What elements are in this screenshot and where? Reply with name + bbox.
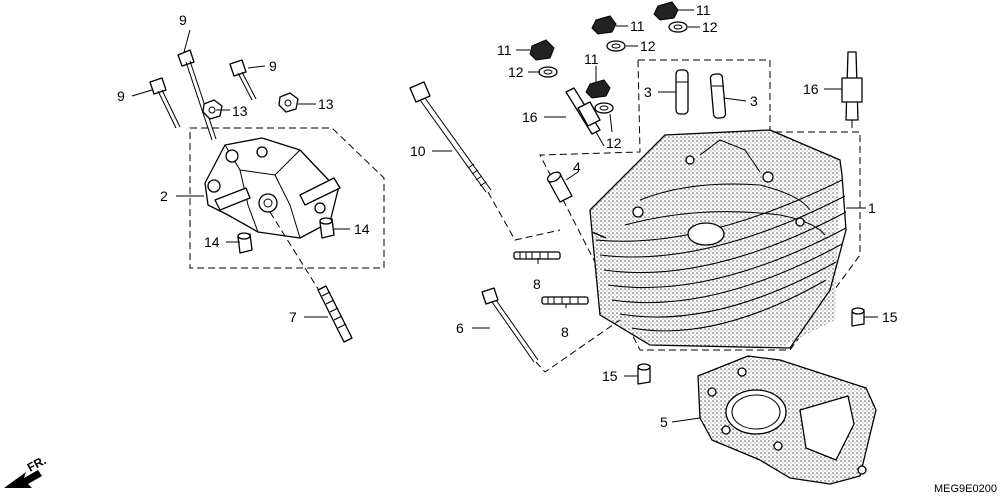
callout-12-c: 12 bbox=[702, 19, 718, 35]
spark-plug-16-a bbox=[565, 87, 605, 147]
rocker-arm-holder bbox=[204, 137, 341, 239]
cap-11-c bbox=[653, 1, 679, 21]
cylinder-head bbox=[589, 129, 847, 349]
dowel-pin-14-a bbox=[237, 232, 253, 254]
nut-13-b bbox=[278, 92, 299, 113]
dowel-pin-15-b bbox=[637, 363, 651, 385]
callout-8-lower: 8 bbox=[561, 324, 569, 340]
callout-8-upper: 8 bbox=[533, 276, 541, 292]
front-direction-label: FR. bbox=[25, 453, 49, 474]
callout-7: 7 bbox=[289, 309, 297, 325]
callout-13-a: 13 bbox=[232, 103, 248, 119]
callout-6: 6 bbox=[456, 320, 464, 336]
callout-16-a: 16 bbox=[522, 109, 538, 125]
callout-labels: 1 2 3 3 4 5 6 7 8 8 9 9 9 10 11 11 11 11… bbox=[117, 2, 898, 430]
dowel-pin-15-a bbox=[851, 307, 865, 327]
dowel-pin-4 bbox=[546, 171, 573, 203]
rocker-assembly-outline bbox=[189, 127, 385, 269]
rocker-bolt-center bbox=[229, 59, 257, 101]
stud-bolt-8-b bbox=[541, 296, 589, 305]
figure-code: MEG9E0200 bbox=[934, 483, 997, 495]
head-bolt-10 bbox=[409, 81, 561, 241]
callout-1: 1 bbox=[868, 200, 876, 216]
callout-14-a: 14 bbox=[204, 234, 220, 250]
cap-11-d bbox=[585, 79, 611, 99]
callout-11-d: 11 bbox=[584, 51, 599, 67]
nut-13-a bbox=[202, 99, 223, 120]
callout-12-a: 12 bbox=[508, 64, 524, 80]
spark-plug-16-b bbox=[841, 51, 863, 128]
stud-bolt-7 bbox=[269, 211, 353, 343]
callout-16-b: 16 bbox=[803, 81, 819, 97]
valve-guide-3-b bbox=[709, 73, 727, 119]
valve-guide-3-a bbox=[675, 69, 689, 115]
front-direction-arrow-icon: FR. bbox=[4, 453, 48, 488]
callout-9-left: 9 bbox=[117, 88, 125, 104]
leader-lines bbox=[131, 9, 878, 423]
rocker-bolt-left bbox=[149, 77, 181, 129]
callout-11-c: 11 bbox=[696, 2, 711, 18]
callout-10: 10 bbox=[410, 143, 426, 159]
callout-14-b: 14 bbox=[354, 221, 370, 237]
callout-11-b: 11 bbox=[630, 18, 645, 34]
seal-12-d bbox=[594, 102, 614, 114]
cap-11-b bbox=[591, 15, 617, 35]
callout-2: 2 bbox=[160, 188, 168, 204]
callout-15-a: 15 bbox=[882, 309, 898, 325]
callout-12-b: 12 bbox=[640, 38, 656, 54]
callout-9-top: 9 bbox=[179, 12, 187, 28]
callout-3-left: 3 bbox=[644, 84, 652, 100]
dowel-pin-14-b bbox=[319, 217, 335, 239]
callout-9-right: 9 bbox=[269, 58, 277, 74]
callout-13-b: 13 bbox=[318, 96, 334, 112]
stud-bolt-8-a bbox=[513, 251, 561, 260]
seal-12-a bbox=[538, 66, 558, 78]
callout-5: 5 bbox=[660, 414, 668, 430]
seal-12-b bbox=[606, 40, 626, 52]
head-gasket bbox=[697, 355, 877, 485]
callout-11-a: 11 bbox=[497, 42, 512, 58]
rocker-bolt-long bbox=[177, 49, 217, 141]
cap-11-a bbox=[529, 39, 555, 61]
head-bolt-6 bbox=[481, 287, 621, 373]
callout-15-b: 15 bbox=[602, 368, 618, 384]
callout-12-d: 12 bbox=[606, 135, 622, 151]
callout-3-right: 3 bbox=[750, 93, 758, 109]
seal-12-c bbox=[668, 21, 688, 33]
callout-4: 4 bbox=[573, 159, 581, 175]
